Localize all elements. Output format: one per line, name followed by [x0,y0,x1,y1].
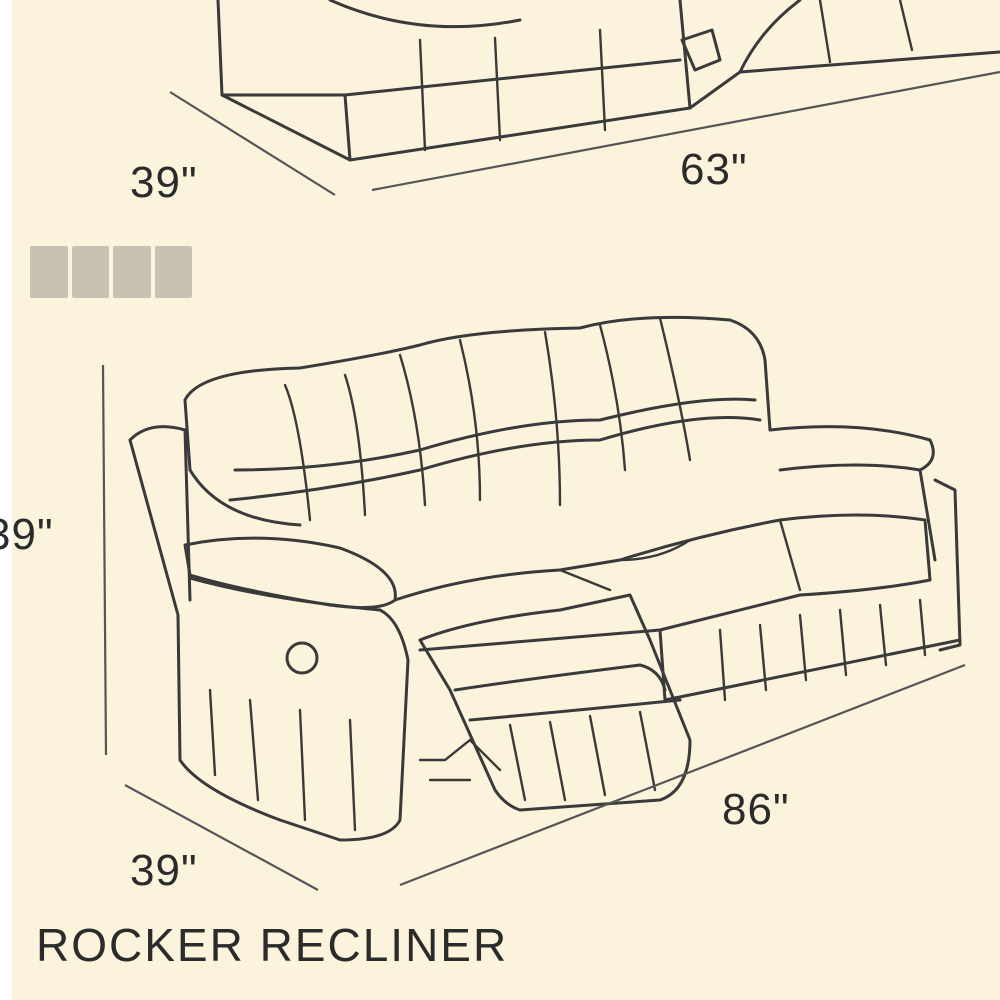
sofa-height-line [101,364,108,756]
sofa-height-label: 39" [0,510,54,559]
left-margin-strip [0,0,12,1000]
sofa-depth-line [124,784,319,891]
sofa-width-label: 86" [722,785,790,834]
loveseat-width-line [371,70,1000,192]
sofa-width-line [399,663,966,887]
model-caption: ROCKER RECLINER [36,919,509,971]
sofa-depth-label: 39" [130,846,198,895]
sofa-drawing [128,315,962,842]
loveseat-drawing [216,0,1000,162]
loveseat-depth-line [169,91,336,196]
redacted-label [30,246,192,298]
loveseat-depth-label: 39" [130,158,198,207]
loveseat-width-label: 63" [680,145,748,194]
